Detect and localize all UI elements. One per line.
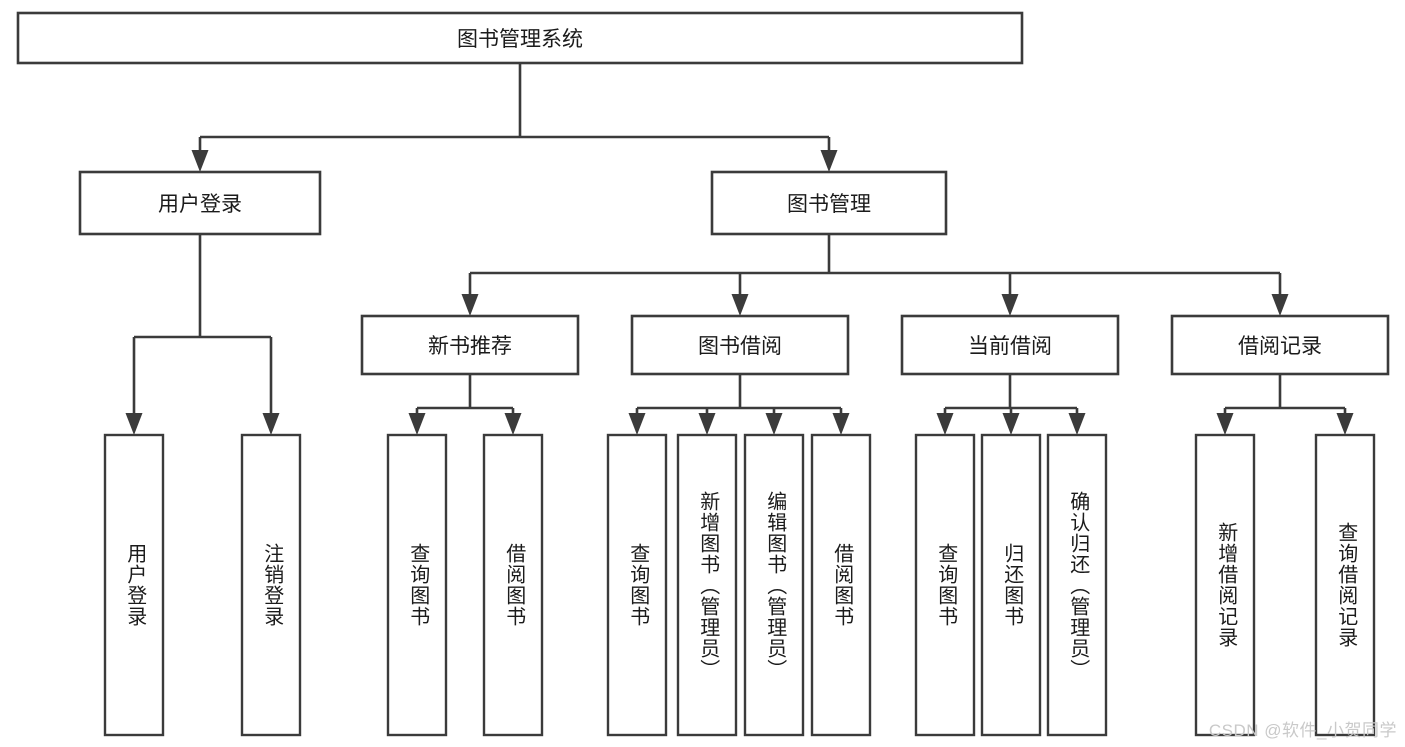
node-box-new-book-recommend[interactable] — [360, 314, 580, 376]
node-box-leaf-query-book-borrow[interactable] — [606, 433, 668, 737]
connectors-layer — [125, 63, 1354, 435]
node-box-borrow-record[interactable] — [1170, 314, 1390, 376]
connector-user-login-bus — [125, 234, 280, 435]
node-label-current-borrow: 当前借阅 — [968, 335, 1052, 358]
connector-book-borrow-bus — [628, 374, 850, 435]
node-box-leaf-confirm-return-admin[interactable] — [1046, 433, 1108, 737]
node-label-book-management: 图书管理 — [787, 193, 871, 216]
node-label-leaf-query-book-recommend: 查询图书 — [406, 543, 429, 627]
node-box-leaf-borrow-book[interactable] — [810, 433, 872, 737]
connector-book-management-bus — [461, 234, 1289, 316]
node-box-leaf-add-borrow-record[interactable] — [1194, 433, 1256, 737]
node-label-leaf-user-logout: 注销登录 — [260, 543, 283, 627]
node-box-book-management[interactable] — [710, 170, 948, 236]
node-box-leaf-query-book-recommend[interactable] — [386, 433, 448, 737]
node-box-user-login[interactable] — [78, 170, 322, 236]
node-box-leaf-user-logout[interactable] — [240, 433, 302, 737]
node-label-leaf-query-book-current: 查询图书 — [934, 543, 957, 627]
node-label-leaf-borrow-book-recommend: 借阅图书 — [502, 543, 525, 627]
node-label-leaf-confirm-return-admin: 确认归还（管理员） — [1066, 490, 1089, 680]
node-label-leaf-add-book-admin: 新增图书（管理员） — [696, 490, 719, 680]
connector-new-book-bus — [408, 374, 522, 435]
node-label-new-book-recommend: 新书推荐 — [428, 335, 512, 358]
connector-borrow-record-bus — [1216, 374, 1354, 435]
node-box-leaf-add-book-admin[interactable] — [676, 433, 738, 737]
boxes-layer — [16, 11, 1390, 737]
node-label-leaf-query-borrow-record: 查询借阅记录 — [1334, 522, 1357, 648]
node-box-leaf-return-book[interactable] — [980, 433, 1042, 737]
node-box-current-borrow[interactable] — [900, 314, 1120, 376]
node-box-leaf-query-book-current[interactable] — [914, 433, 976, 737]
node-label-user-login: 用户登录 — [158, 193, 242, 216]
node-label-leaf-user-login: 用户登录 — [123, 543, 146, 627]
node-box-leaf-borrow-book-recommend[interactable] — [482, 433, 544, 737]
node-label-leaf-return-book: 归还图书 — [1000, 543, 1023, 627]
connector-current-borrow-bus — [936, 374, 1086, 435]
node-label-root: 图书管理系统 — [457, 28, 583, 51]
node-label-borrow-record: 借阅记录 — [1238, 335, 1322, 358]
node-label-leaf-add-borrow-record: 新增借阅记录 — [1214, 522, 1237, 648]
node-box-root[interactable] — [16, 11, 1024, 65]
node-box-leaf-edit-book-admin[interactable] — [743, 433, 805, 737]
node-box-book-borrow[interactable] — [630, 314, 850, 376]
node-label-leaf-borrow-book: 借阅图书 — [830, 543, 853, 627]
node-label-leaf-edit-book-admin: 编辑图书（管理员） — [763, 490, 786, 680]
node-box-leaf-query-borrow-record[interactable] — [1314, 433, 1376, 737]
node-label-leaf-query-book-borrow: 查询图书 — [626, 543, 649, 627]
connector-root-bus — [191, 63, 838, 172]
node-box-leaf-user-login[interactable] — [103, 433, 165, 737]
node-label-book-borrow: 图书借阅 — [698, 335, 782, 358]
